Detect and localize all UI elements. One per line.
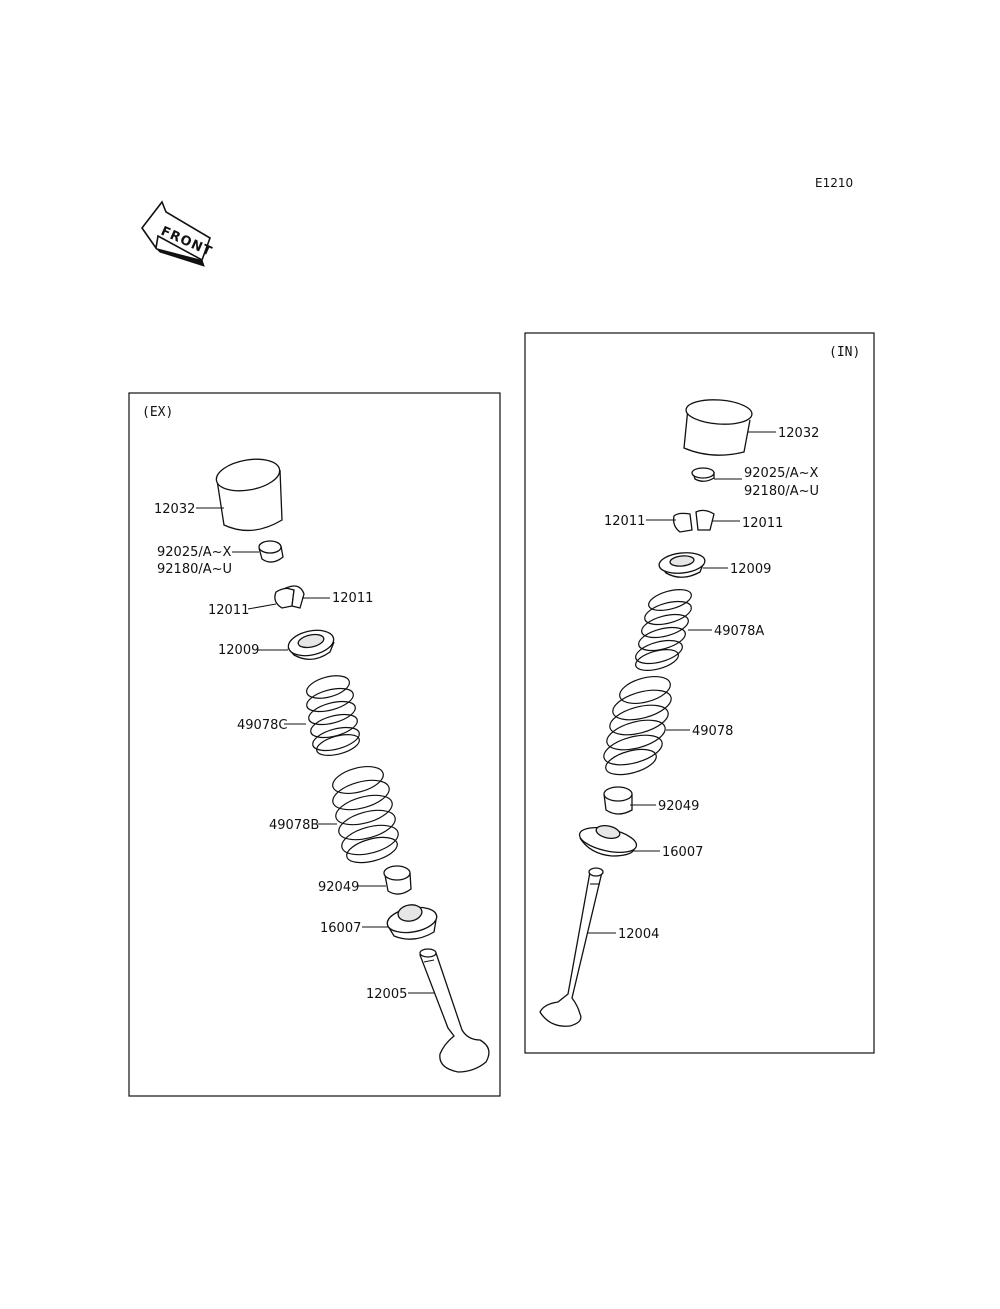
ex-retainer — [287, 629, 335, 660]
ex-valve — [419, 948, 490, 1073]
in-tappet — [683, 399, 753, 456]
in-label-92180: 92180/A~U — [744, 484, 819, 499]
ex-shim — [258, 540, 284, 563]
in-label-92049: 92049 — [658, 799, 699, 814]
in-panel-title: (IN) — [829, 345, 860, 360]
in-panel-frame — [524, 332, 875, 1054]
ex-spring-seat — [386, 904, 438, 940]
in-label-92025: 92025/A~X — [744, 466, 819, 481]
in-label-49078A: 49078A — [714, 624, 764, 639]
in-outer-spring — [603, 675, 672, 776]
in-label-12004: 12004 — [618, 927, 659, 942]
ex-label-92180: 92180/A~U — [157, 562, 232, 577]
in-retainer — [658, 552, 706, 578]
in-spring-seat — [578, 824, 638, 857]
ex-inner-spring — [305, 675, 360, 756]
in-label-12011-left: 12011 — [604, 514, 645, 529]
in-label-49078: 49078 — [692, 724, 733, 739]
ex-label-12011-right: 12011 — [332, 591, 373, 606]
in-label-16007: 16007 — [662, 845, 703, 860]
in-cotters — [672, 509, 715, 533]
in-label-12011-right: 12011 — [742, 516, 783, 531]
in-inner-spring — [635, 589, 692, 671]
in-stem-seal — [603, 786, 633, 815]
ex-panel-title: (EX) — [142, 405, 173, 420]
ex-stem-seal — [383, 865, 412, 895]
in-label-12009: 12009 — [730, 562, 771, 577]
ex-panel-frame — [128, 392, 501, 1097]
ex-label-12009: 12009 — [218, 643, 259, 658]
ex-outer-spring — [332, 765, 399, 864]
in-shim — [691, 467, 715, 482]
ex-label-12011-left: 12011 — [208, 603, 249, 618]
diagram-code: E1210 — [815, 176, 853, 190]
ex-tappet — [215, 458, 283, 532]
in-valve — [539, 867, 604, 1027]
ex-label-12032: 12032 — [154, 502, 195, 517]
ex-cotters — [274, 585, 305, 609]
ex-label-92025: 92025/A~X — [157, 545, 232, 560]
ex-label-16007: 16007 — [320, 921, 361, 936]
ex-label-12005: 12005 — [366, 987, 407, 1002]
ex-label-49078C: 49078C — [237, 718, 287, 733]
front-arrow-icon: FRONT — [141, 200, 214, 267]
ex-label-49078B: 49078B — [269, 818, 319, 833]
ex-label-92049: 92049 — [318, 880, 359, 895]
in-label-12032: 12032 — [778, 426, 819, 441]
